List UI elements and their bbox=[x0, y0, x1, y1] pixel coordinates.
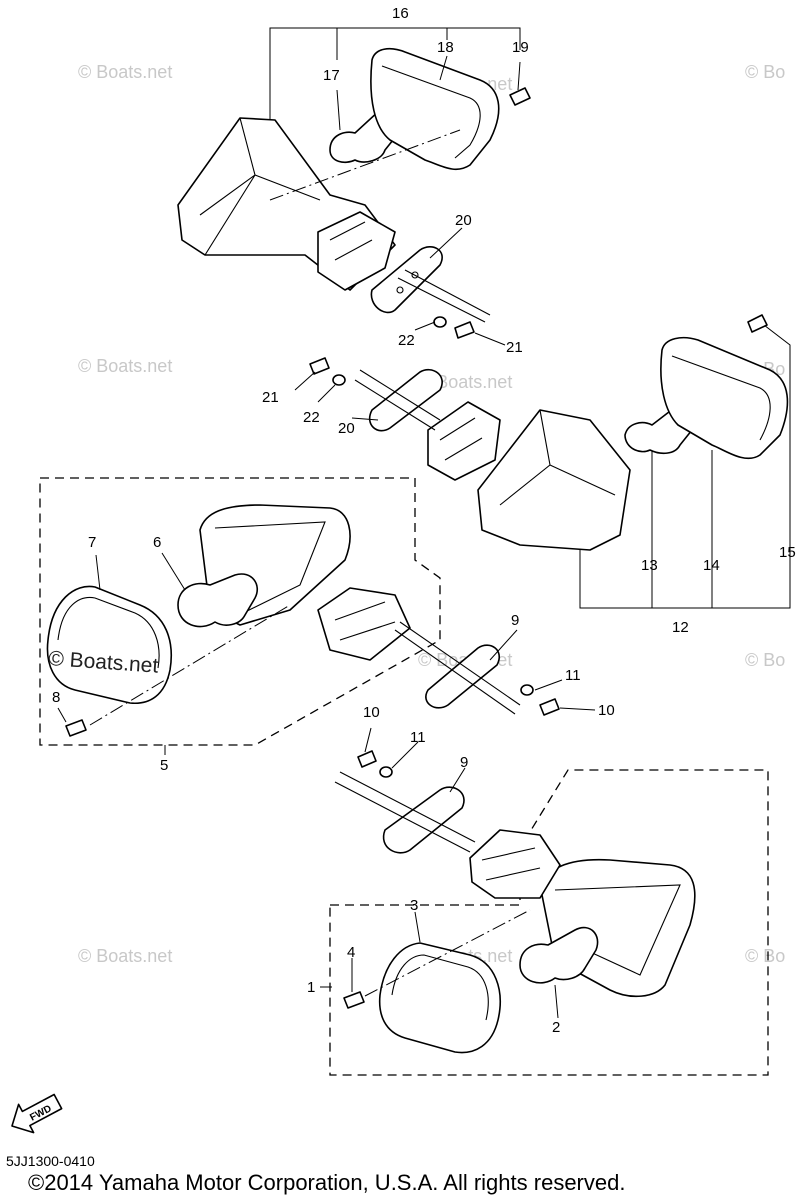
bolt bbox=[309, 357, 330, 375]
front-signal-assembly-right bbox=[294, 314, 791, 609]
callout-5: 5 bbox=[160, 757, 168, 774]
callout-20: 20 bbox=[455, 212, 472, 229]
front-signal-assembly-left bbox=[39, 477, 596, 755]
callout-labels: 16 17 18 19 20 22 21 21 22 20 7 6 13 14 … bbox=[52, 5, 796, 1036]
gasket bbox=[368, 368, 443, 432]
bolt bbox=[539, 698, 560, 716]
watermark: © Boats.net bbox=[78, 62, 172, 82]
callout-9: 9 bbox=[511, 612, 519, 629]
callout-11: 11 bbox=[410, 729, 426, 746]
copyright-text: ©2014 Yamaha Motor Corporation, U.S.A. A… bbox=[28, 1170, 626, 1195]
gasket bbox=[425, 644, 500, 709]
turn-signal-housing bbox=[477, 409, 631, 551]
socket bbox=[469, 829, 561, 899]
lens bbox=[378, 942, 501, 1054]
callout-9: 9 bbox=[460, 754, 468, 771]
gasket bbox=[370, 246, 443, 314]
callout-11: 11 bbox=[565, 667, 581, 684]
screw bbox=[343, 991, 365, 1009]
bolt bbox=[357, 750, 377, 768]
callout-6: 6 bbox=[153, 534, 161, 551]
washer bbox=[433, 316, 447, 328]
callout-18: 18 bbox=[437, 39, 454, 56]
callout-3: 3 bbox=[410, 897, 418, 914]
callout-8: 8 bbox=[52, 689, 60, 706]
callout-22: 22 bbox=[398, 332, 415, 349]
gasket bbox=[382, 786, 465, 854]
callout-21: 21 bbox=[262, 389, 279, 406]
callout-14: 14 bbox=[703, 557, 720, 574]
screw bbox=[509, 87, 531, 106]
watermark: © Bo bbox=[745, 650, 785, 670]
socket bbox=[427, 401, 501, 481]
washer bbox=[332, 374, 346, 386]
watermark: © Boats.net bbox=[78, 946, 172, 966]
rear-signal-assembly-bottom bbox=[320, 727, 769, 1076]
assembly-5-boundary bbox=[39, 477, 441, 746]
callout-16: 16 bbox=[392, 5, 409, 22]
callout-1: 1 bbox=[307, 979, 315, 996]
callout-17: 17 bbox=[323, 67, 340, 84]
bulb bbox=[177, 573, 259, 628]
screw bbox=[747, 314, 768, 333]
callout-22: 22 bbox=[303, 409, 320, 426]
callout-4: 4 bbox=[347, 944, 355, 961]
callout-2: 2 bbox=[552, 1019, 560, 1036]
callout-10: 10 bbox=[363, 704, 380, 721]
washer bbox=[379, 766, 393, 778]
diagram-code: 5JJ1300-0410 bbox=[6, 1153, 95, 1169]
callout-20: 20 bbox=[338, 420, 355, 437]
watermark: © Boats.net bbox=[78, 356, 172, 376]
callout-10: 10 bbox=[598, 702, 615, 719]
lens bbox=[660, 336, 789, 460]
watermark: © Bo bbox=[745, 62, 785, 82]
socket bbox=[317, 587, 411, 661]
callout-19: 19 bbox=[512, 39, 529, 56]
callout-15: 15 bbox=[779, 544, 796, 561]
callout-7: 7 bbox=[88, 534, 96, 551]
socket bbox=[317, 211, 396, 291]
callout-13: 13 bbox=[641, 557, 658, 574]
fwd-arrow-icon: FWD bbox=[11, 1093, 63, 1134]
rear-signal-assembly-top bbox=[177, 27, 531, 346]
bolt bbox=[454, 321, 475, 339]
bulb bbox=[519, 926, 599, 984]
callout-12: 12 bbox=[672, 619, 689, 636]
watermark: © Bo bbox=[745, 946, 785, 966]
callout-21: 21 bbox=[506, 339, 523, 356]
washer bbox=[520, 684, 534, 696]
screw bbox=[65, 719, 87, 737]
lens bbox=[370, 47, 500, 170]
